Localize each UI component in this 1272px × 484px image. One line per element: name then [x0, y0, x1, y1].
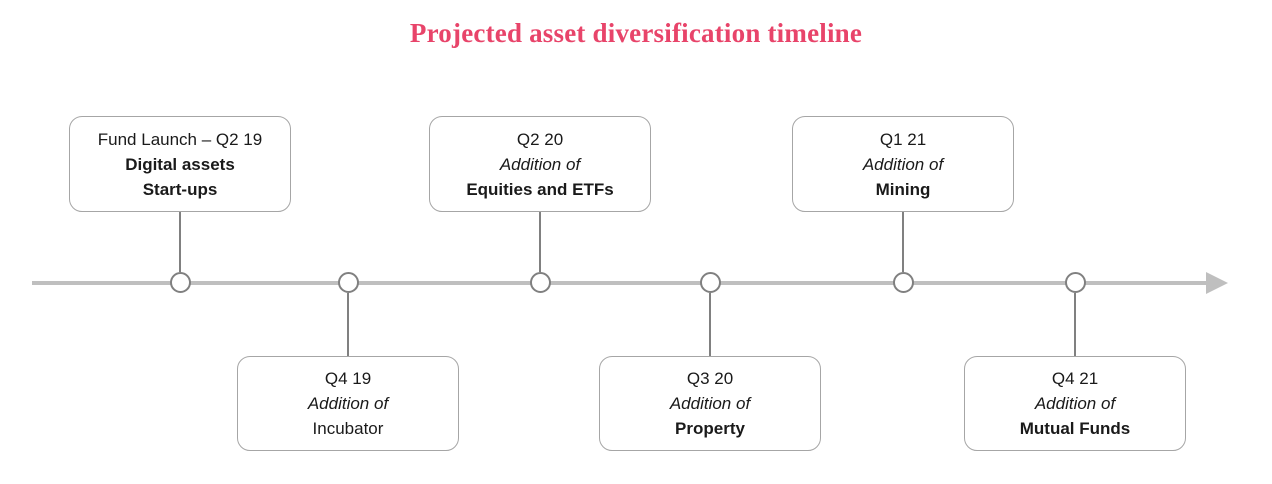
callout-line-2: Property: [675, 419, 745, 438]
callout-line-0: Q3 20: [686, 369, 734, 388]
timeline-marker-q4-21[interactable]: [1064, 272, 1086, 293]
timeline-callout-q4-21[interactable]: Q4 21 Addition of Mutual Funds: [964, 356, 1186, 451]
callout-line-0: Q4 19: [324, 369, 372, 388]
callout-line-0: Fund Launch – Q2 19: [97, 129, 263, 149]
callout-line-1: Digital assets: [125, 154, 235, 174]
callout-line-0: Q1 21: [879, 129, 927, 149]
timeline-marker-q2-19[interactable]: [169, 272, 191, 293]
timeline-callout-q4-19[interactable]: Q4 19 Addition of Incubator: [237, 356, 459, 451]
callout-line-1: Addition of: [499, 154, 581, 174]
timeline-callout-q3-20[interactable]: Q3 20 Addition of Property: [599, 356, 821, 451]
callout-line-1: Addition of: [1034, 394, 1116, 413]
timeline-callout-q1-21[interactable]: Q1 21 Addition of Mining: [792, 116, 1014, 212]
callout-line-0: Q4 21: [1051, 369, 1099, 388]
callout-line-1: Addition of: [307, 394, 389, 413]
timeline-marker-q1-21[interactable]: [892, 272, 914, 293]
timeline-connector-4: [902, 212, 904, 272]
callout-line-2: Mining: [875, 179, 931, 199]
callout-line-1: Addition of: [669, 394, 751, 413]
timeline-marker-q2-20[interactable]: [529, 272, 551, 293]
callout-line-2: Start-ups: [142, 179, 218, 199]
timeline-connector-3: [709, 293, 711, 356]
timeline-marker-q3-20[interactable]: [699, 272, 721, 293]
timeline-arrow-icon: [1206, 272, 1228, 294]
timeline-connector-1: [347, 293, 349, 356]
callout-line-2: Incubator: [312, 419, 384, 438]
page-title: Projected asset diversification timeline: [409, 18, 863, 48]
timeline-connector-0: [179, 212, 181, 272]
callout-line-1: Addition of: [862, 154, 944, 174]
callout-line-0: Q2 20: [516, 129, 564, 149]
callout-line-2: Equities and ETFs: [466, 179, 614, 199]
timeline-connector-5: [1074, 293, 1076, 356]
timeline-marker-q4-19[interactable]: [337, 272, 359, 293]
callout-line-2: Mutual Funds: [1019, 419, 1131, 438]
timeline-connector-2: [539, 212, 541, 272]
timeline-callout-q2-20[interactable]: Q2 20 Addition of Equities and ETFs: [429, 116, 651, 212]
timeline-axis-line: [32, 281, 1218, 285]
